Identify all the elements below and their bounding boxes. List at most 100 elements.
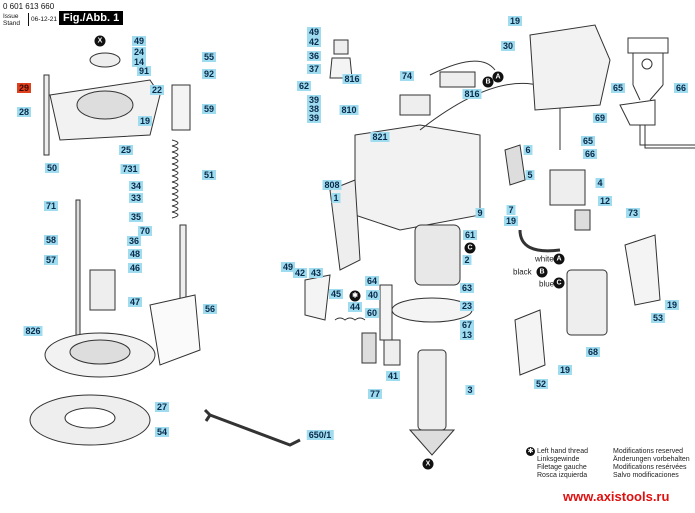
part-callout[interactable]: 50: [44, 163, 60, 173]
part-callout[interactable]: 60: [364, 308, 380, 318]
part-callout[interactable]: 39: [306, 95, 322, 105]
part-callout[interactable]: 73: [625, 208, 641, 218]
part-callout[interactable]: 47: [127, 297, 143, 307]
part-callout[interactable]: 34: [128, 181, 144, 191]
part-callout[interactable]: 731: [120, 164, 140, 174]
part-callout[interactable]: 53: [650, 313, 666, 323]
part-callout[interactable]: 71: [43, 201, 59, 211]
left-hand-thread-legend-icon: ✱: [526, 447, 535, 456]
part-callout[interactable]: 49: [280, 262, 296, 272]
part-callout[interactable]: 810: [339, 105, 359, 115]
brush-holder-816b: [439, 71, 476, 88]
part-callout[interactable]: 65: [610, 83, 626, 93]
part-callout[interactable]: 3: [465, 385, 475, 395]
part-callout[interactable]: 29: [16, 83, 32, 93]
part-callout[interactable]: 1: [331, 193, 341, 203]
part-callout[interactable]: 5: [525, 170, 535, 180]
part-callout[interactable]: 68: [585, 347, 601, 357]
part-callout[interactable]: 67: [459, 320, 475, 330]
spring-45: [334, 317, 366, 321]
part-callout[interactable]: 13: [459, 330, 475, 340]
part-callout[interactable]: 24: [131, 47, 147, 57]
part-callout[interactable]: 49: [131, 36, 147, 46]
part-callout[interactable]: 816: [462, 89, 482, 99]
part-callout[interactable]: 51: [201, 170, 217, 180]
watermark-url[interactable]: www.axistools.ru: [563, 489, 670, 504]
part-callout[interactable]: 55: [201, 52, 217, 62]
marker-a-wire: A: [553, 253, 565, 265]
part-callout[interactable]: 62: [296, 81, 312, 91]
part-callout[interactable]: 46: [127, 263, 143, 273]
part-callout[interactable]: 45: [328, 289, 344, 299]
part-callout[interactable]: 19: [137, 116, 153, 126]
part-callout[interactable]: 28: [16, 107, 32, 117]
part-callout[interactable]: 821: [370, 132, 390, 142]
part-callout[interactable]: 650/1: [306, 430, 334, 440]
part-callout[interactable]: 66: [582, 149, 598, 159]
issue-date: 06-12-21: [31, 16, 58, 23]
part-callout[interactable]: 63: [459, 283, 475, 293]
part-callout[interactable]: 19: [557, 365, 573, 375]
part-callout[interactable]: 9: [475, 208, 485, 218]
part-callout[interactable]: 43: [308, 268, 324, 278]
part-callout[interactable]: 36: [306, 51, 322, 61]
part-callout[interactable]: 56: [202, 304, 218, 314]
part-callout[interactable]: 41: [385, 371, 401, 381]
part-callout[interactable]: 33: [128, 193, 144, 203]
part-callout[interactable]: 7: [506, 205, 516, 215]
part-callout[interactable]: 2: [462, 255, 472, 265]
part-callout[interactable]: 30: [500, 41, 516, 51]
lock-41: [383, 339, 401, 366]
part-callout[interactable]: 826: [23, 326, 43, 336]
part-callout[interactable]: 25: [118, 145, 134, 155]
mod-line: Modifications reserved: [613, 448, 684, 455]
part-callout[interactable]: 39: [306, 113, 322, 123]
legend: Left hand thread Linksgewinde Filetage g…: [537, 448, 588, 480]
part-callout[interactable]: 35: [128, 212, 144, 222]
part-callout[interactable]: 22: [149, 85, 165, 95]
part-callout[interactable]: 91: [136, 66, 152, 76]
part-callout[interactable]: 14: [131, 57, 147, 67]
marker-c: C: [464, 242, 476, 254]
part-callout[interactable]: 19: [507, 16, 523, 26]
part-callout[interactable]: 40: [365, 290, 381, 300]
part-callout[interactable]: 57: [43, 255, 59, 265]
part-callout[interactable]: 74: [399, 71, 415, 81]
part-callout[interactable]: 23: [459, 301, 475, 311]
part-callout[interactable]: 48: [127, 249, 143, 259]
part-callout[interactable]: 37: [306, 64, 322, 74]
part-callout[interactable]: 59: [201, 104, 217, 114]
part-callout[interactable]: 6: [523, 145, 533, 155]
part-callout[interactable]: 69: [592, 113, 608, 123]
part-callout[interactable]: 77: [367, 389, 383, 399]
part-callout[interactable]: 66: [673, 83, 689, 93]
part-callout[interactable]: 49: [306, 27, 322, 37]
part-callout[interactable]: 38: [306, 104, 322, 114]
part-callout[interactable]: 27: [154, 402, 170, 412]
part-callout[interactable]: 44: [347, 302, 363, 312]
part-callout[interactable]: 58: [43, 235, 59, 245]
part-callout[interactable]: 54: [154, 427, 170, 437]
gear: [408, 429, 456, 456]
part-callout[interactable]: 12: [597, 196, 613, 206]
part-callout[interactable]: 808: [322, 180, 342, 190]
part-callout[interactable]: 36: [126, 236, 142, 246]
part-callout[interactable]: 65: [580, 136, 596, 146]
part-callout[interactable]: 64: [364, 276, 380, 286]
marker-c-wire: C: [553, 277, 565, 289]
part-callout[interactable]: 816: [342, 74, 362, 84]
part-callout[interactable]: 52: [533, 379, 549, 389]
part-callout[interactable]: 70: [137, 226, 153, 236]
leads: [518, 229, 561, 253]
marker-a: A: [492, 71, 504, 83]
part-callout[interactable]: 42: [292, 268, 308, 278]
part-callout[interactable]: 19: [664, 300, 680, 310]
clip-60: [361, 332, 377, 364]
part-callout[interactable]: 61: [462, 230, 478, 240]
part-callout[interactable]: 42: [306, 37, 322, 47]
part-callout[interactable]: 19: [503, 216, 519, 226]
issue-label: Issue: [3, 13, 19, 20]
wire-label-blue: blue: [539, 279, 555, 289]
part-callout[interactable]: 4: [595, 178, 605, 188]
part-callout[interactable]: 92: [201, 69, 217, 79]
